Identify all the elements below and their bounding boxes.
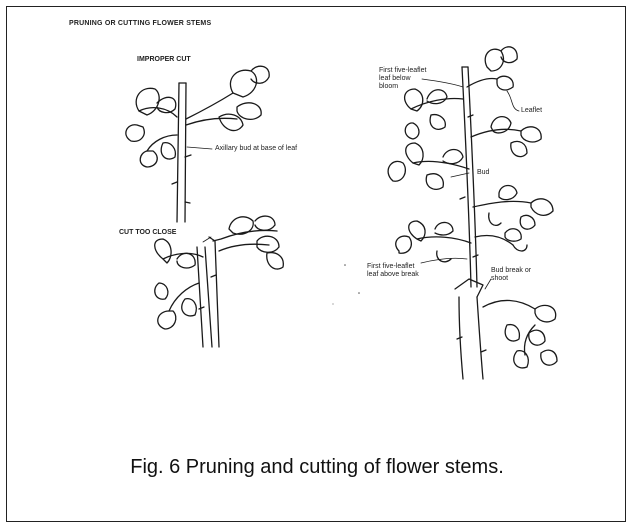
stem-drawings bbox=[7, 7, 627, 407]
figure-frame: PRUNING OR CUTTING FLOWER STEMS IMPROPER… bbox=[6, 6, 626, 522]
label-bud: Bud bbox=[477, 169, 489, 177]
label-axillary-bud: Axillary bud at base of leaf bbox=[215, 145, 297, 153]
drawing-title: PRUNING OR CUTTING FLOWER STEMS bbox=[69, 20, 211, 27]
label-bud-break: Bud break or shoot bbox=[491, 267, 539, 283]
label-first-leaf-below-bloom: First five-leaflet leaf below bloom bbox=[379, 67, 431, 91]
label-improper-cut: IMPROPER CUT bbox=[137, 56, 191, 64]
label-cut-too-close: CUT TOO CLOSE bbox=[119, 229, 176, 237]
figure-caption: Fig. 6 Pruning and cutting of flower ste… bbox=[7, 456, 627, 479]
label-leaflet: Leaflet bbox=[521, 107, 542, 115]
label-first-leaf-above-break: First five-leaflet leaf above break bbox=[367, 263, 425, 279]
full-stem-drawing bbox=[388, 47, 557, 379]
pruning-illustration: PRUNING OR CUTTING FLOWER STEMS IMPROPER… bbox=[7, 7, 627, 407]
